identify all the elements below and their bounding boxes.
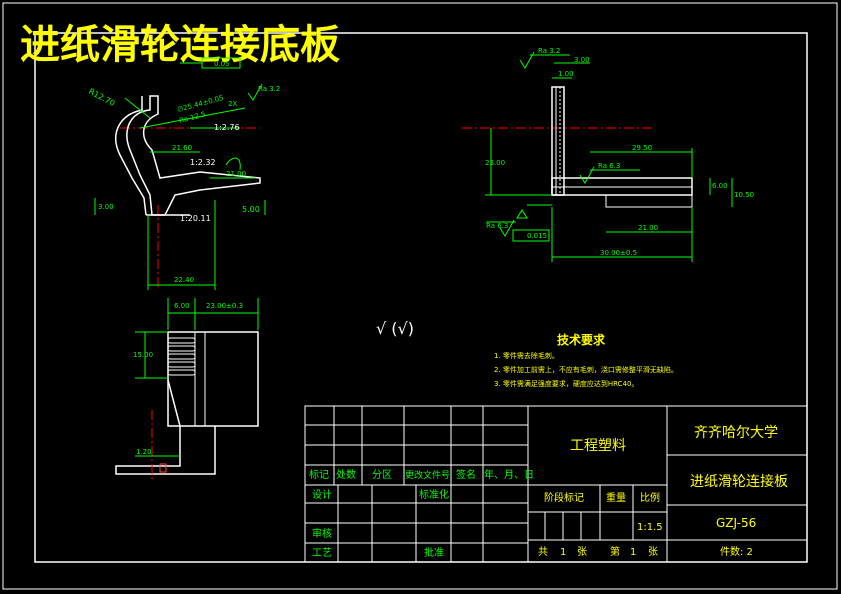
hook-outline	[126, 95, 261, 216]
tb-label-approve: 批准	[424, 546, 444, 559]
dim-3-00-label: 3.00	[98, 203, 114, 211]
tb-label-design: 设计	[312, 488, 332, 501]
dim-23-label: 23.00	[485, 159, 505, 167]
slope2-label: 1:2.32	[190, 158, 216, 167]
drawing-title: 进纸滑轮连接底板	[20, 22, 340, 68]
dim-10-label: 10.50	[734, 191, 754, 199]
datum-triangle	[516, 209, 528, 219]
title-block	[304, 405, 808, 563]
roughness-mid-label: Ra 6.3	[598, 162, 620, 170]
tb-page: 第	[610, 545, 620, 558]
roughness-top	[519, 51, 535, 69]
tb-scale: 1:1.5	[637, 522, 663, 533]
tb-drawing-no: GZJ-56	[716, 516, 756, 530]
dim-5-00-label: 5.00	[242, 205, 260, 214]
tb-total: 共	[538, 546, 548, 558]
roughness-low-label: Ra 6.3	[486, 222, 508, 230]
left-view: R12.70 ∅25.44±0.05 Ra 12.5 2X 0.05 Ra 3.…	[87, 57, 280, 290]
rib	[167, 337, 196, 344]
rib	[167, 345, 196, 352]
tb-total-n: 1	[560, 547, 566, 558]
dim-21-00-label: 21.00	[226, 170, 246, 178]
flatness-right-value: 0.015	[527, 232, 547, 240]
tb-label-craft: 工艺	[312, 547, 332, 559]
flatness-frame-right	[512, 229, 550, 242]
dim-23-bot-label: 23.00±0.3	[206, 302, 243, 310]
slope1-label: 1:2.76	[214, 123, 240, 132]
ribs	[167, 337, 196, 376]
dim-3-label: 3.00	[574, 56, 590, 64]
roughness-symbol	[247, 83, 263, 101]
global-roughness-mark: √ (√)	[376, 319, 414, 338]
roughness-low	[499, 219, 515, 237]
tb-label-mark: 标记	[309, 469, 329, 481]
dim-22-40-label: 22.40	[174, 276, 194, 284]
rib	[167, 361, 196, 368]
technical-notes: 技术要求 1. 零件需去除毛刺。 2. 零件加工前需上，不应有毛刺，浇口需修整平…	[494, 332, 678, 388]
hatch-mark	[159, 463, 167, 473]
r-leader	[124, 97, 151, 119]
rib	[167, 369, 196, 376]
tb-label-count: 处数	[336, 468, 356, 481]
tb-material: 工程塑料	[570, 438, 626, 454]
roughness-value: Ra 3.2	[258, 85, 280, 93]
dim-15-label: 15.00	[133, 351, 153, 359]
tb-part-name: 进纸滑轮连接板	[690, 473, 788, 490]
tb-label-review: 审核	[312, 527, 332, 540]
tb-label-docno: 更改文件号	[405, 469, 450, 481]
base-lower	[605, 194, 693, 208]
tb-label-standard: 标准化	[419, 488, 449, 501]
flatness-value: 0.05	[214, 60, 230, 68]
roughness-top-label: Ra 3.2	[538, 47, 560, 55]
dim-1-label: 1.00	[558, 70, 574, 78]
tb-university: 齐齐哈尔大学	[694, 425, 778, 441]
notes-heading: 技术要求	[557, 332, 606, 347]
right-view: Ra 3.2 3.00 1.00 23.00 29.50 Ra 6.3 6.00…	[462, 47, 754, 262]
tb-page-n: 1	[630, 547, 636, 558]
roughness-mid	[579, 166, 595, 184]
dim-21-label: 21.00	[638, 224, 658, 232]
slope3-label: 1:20.11	[180, 214, 211, 223]
dim-1-20-label: 1.20	[136, 448, 152, 456]
title-block-text: 标记 处数 分区 更改文件号 签名 年、月、日 设计 标准化 审核 工艺 批准 …	[309, 425, 788, 559]
tb-label-zone: 分区	[372, 469, 392, 481]
tb-quantity: 件数: 2	[720, 545, 753, 558]
bottom-body	[167, 331, 259, 427]
rib	[167, 353, 196, 360]
note-item-3: 3. 零件需满足强度要求，硬度应达到HRC40。	[494, 379, 638, 388]
arc-mark	[225, 157, 241, 171]
bottom-view: 6.00 23.00±0.3 15.00 1.20	[115, 298, 259, 480]
tb-label-date: 年、月、日	[484, 468, 534, 481]
count-label: 2X	[228, 100, 237, 108]
tb-label-sign: 签名	[456, 468, 476, 481]
lower-arm	[115, 379, 216, 475]
dim-30-label: 30.00±0.5	[600, 249, 637, 257]
tb-stage-mark: 阶段标记	[544, 491, 584, 504]
dim-29-label: 29.50	[632, 144, 652, 152]
note-item-2: 2. 零件加工前需上，不应有毛刺，浇口需修整平滑无缺陷。	[494, 365, 678, 374]
dim-21-60-label: 21.60	[172, 144, 192, 152]
tb-weight: 重量	[606, 491, 626, 504]
tb-total-unit: 张	[577, 546, 587, 558]
tb-page-unit: 张	[648, 546, 658, 558]
dim-6-label: 6.00	[712, 182, 728, 190]
dim-6-bot-label: 6.00	[174, 302, 190, 310]
title-block-frame	[304, 405, 808, 563]
tb-scale-label: 比例	[640, 491, 660, 504]
dia-leader	[139, 107, 246, 129]
hook-outer	[115, 96, 147, 216]
note-item-1: 1. 零件需去除毛刺。	[494, 351, 559, 360]
